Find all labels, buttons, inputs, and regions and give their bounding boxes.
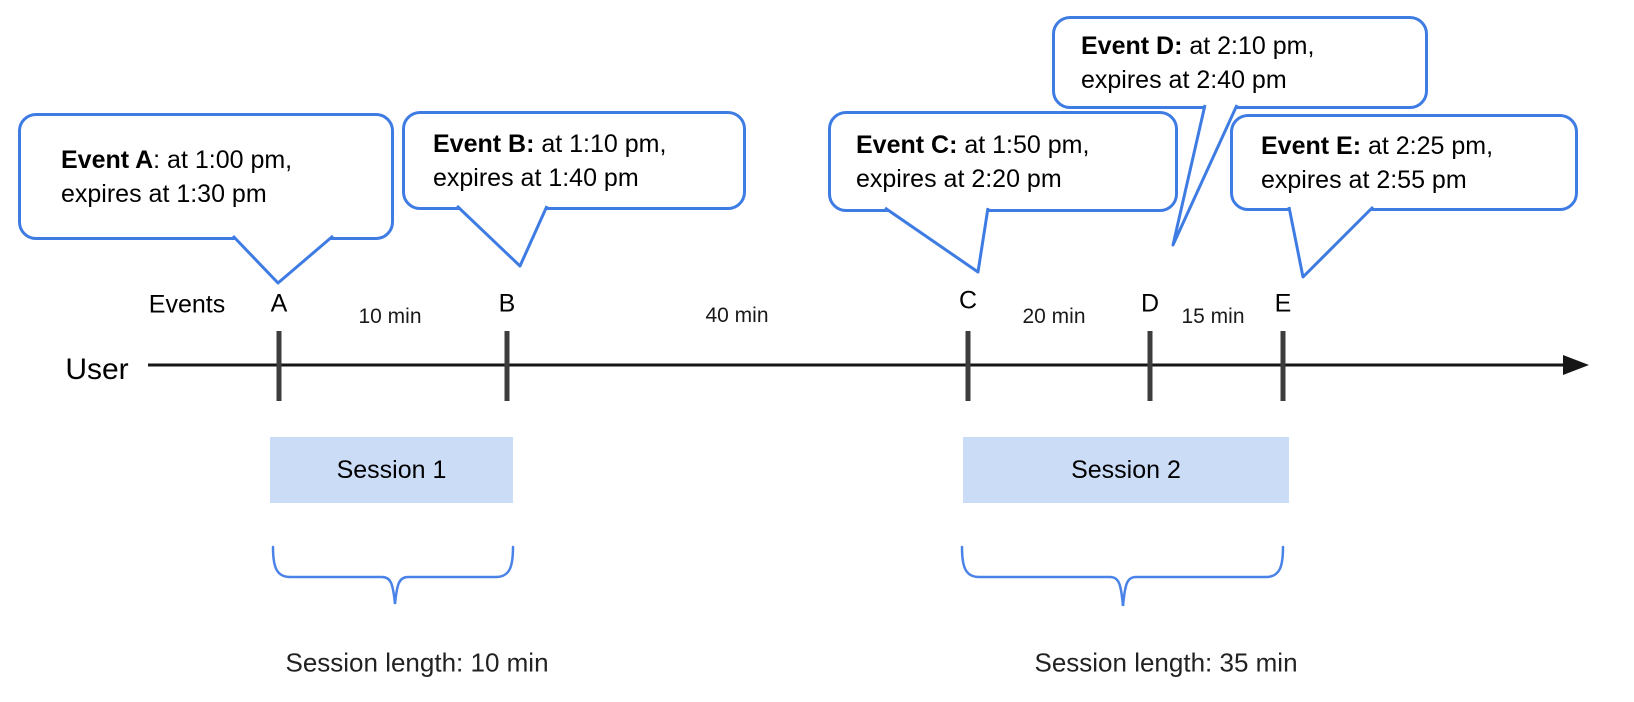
tick-label-b: B bbox=[498, 289, 516, 318]
brace-session-2 bbox=[960, 545, 1285, 607]
callout-event-c: Event C: at 1:50 pm, expires at 2:20 pm bbox=[828, 111, 1178, 212]
callout-event-a: Event A: at 1:00 pm, expires at 1:30 pm bbox=[18, 113, 394, 240]
interval-b-c: 40 min bbox=[705, 304, 769, 327]
session-2-box: Session 2 bbox=[963, 437, 1289, 503]
events-axis-label: Events bbox=[148, 290, 226, 319]
tick-label-d: D bbox=[1140, 289, 1160, 318]
callout-event-b-line2: expires at 1:40 pm bbox=[433, 163, 639, 192]
brace-session-1 bbox=[271, 545, 515, 605]
callout-event-d-line1: Event D: at 2:10 pm, bbox=[1081, 29, 1425, 63]
callout-tail-d bbox=[1171, 104, 1239, 247]
callout-event-a-time: : at 1:00 pm, bbox=[153, 145, 293, 174]
interval-d-e: 15 min bbox=[1181, 305, 1245, 328]
callout-event-c-line2: expires at 2:20 pm bbox=[856, 164, 1062, 193]
callout-event-b-line1: Event B: at 1:10 pm, bbox=[433, 127, 743, 161]
callout-event-e-line1: Event E: at 2:25 pm, bbox=[1261, 129, 1575, 163]
user-axis-label: User bbox=[65, 353, 129, 386]
callout-event-e-time: at 2:25 pm, bbox=[1361, 131, 1494, 160]
callout-tail-a bbox=[231, 234, 334, 285]
session-2-length-label: Session length: 35 min bbox=[1034, 647, 1298, 678]
callout-event-c-time: at 1:50 pm, bbox=[957, 130, 1090, 159]
callout-event-a-title: Event A bbox=[61, 145, 154, 174]
interval-a-b: 10 min bbox=[358, 305, 422, 328]
callout-event-a-line2: expires at 1:30 pm bbox=[61, 179, 267, 208]
callout-event-d: Event D: at 2:10 pm, expires at 2:40 pm bbox=[1052, 16, 1428, 109]
callout-event-b-time: at 1:10 pm, bbox=[534, 129, 667, 158]
tick-label-a: A bbox=[270, 289, 288, 318]
session-1-label: Session 1 bbox=[336, 455, 447, 484]
callout-event-a-line1: Event A: at 1:00 pm, bbox=[61, 143, 391, 177]
callout-event-b-title: Event B: bbox=[433, 129, 535, 158]
callout-event-e: Event E: at 2:25 pm, expires at 2:55 pm bbox=[1230, 114, 1578, 211]
arrowhead-icon bbox=[1563, 355, 1589, 375]
callout-event-b: Event B: at 1:10 pm, expires at 1:40 pm bbox=[402, 111, 746, 210]
callout-tail-e bbox=[1287, 205, 1375, 279]
session-2-label: Session 2 bbox=[1071, 455, 1181, 484]
tick-label-c: C bbox=[958, 286, 978, 315]
callout-event-d-time: at 2:10 pm, bbox=[1182, 31, 1315, 60]
tick-label-e: E bbox=[1274, 289, 1292, 318]
callout-tail-b bbox=[455, 204, 549, 268]
callout-event-e-title: Event E: bbox=[1261, 131, 1362, 160]
callout-event-c-title: Event C: bbox=[856, 130, 958, 159]
callout-event-d-line2: expires at 2:40 pm bbox=[1081, 65, 1287, 94]
session-1-box: Session 1 bbox=[270, 437, 513, 503]
interval-c-d: 20 min bbox=[1022, 305, 1086, 328]
session-1-length-label: Session length: 10 min bbox=[285, 647, 549, 678]
callout-event-e-line2: expires at 2:55 pm bbox=[1261, 165, 1467, 194]
callout-tail-c bbox=[884, 206, 990, 274]
callout-event-d-title: Event D: bbox=[1081, 31, 1183, 60]
callout-event-c-line1: Event C: at 1:50 pm, bbox=[856, 128, 1175, 162]
